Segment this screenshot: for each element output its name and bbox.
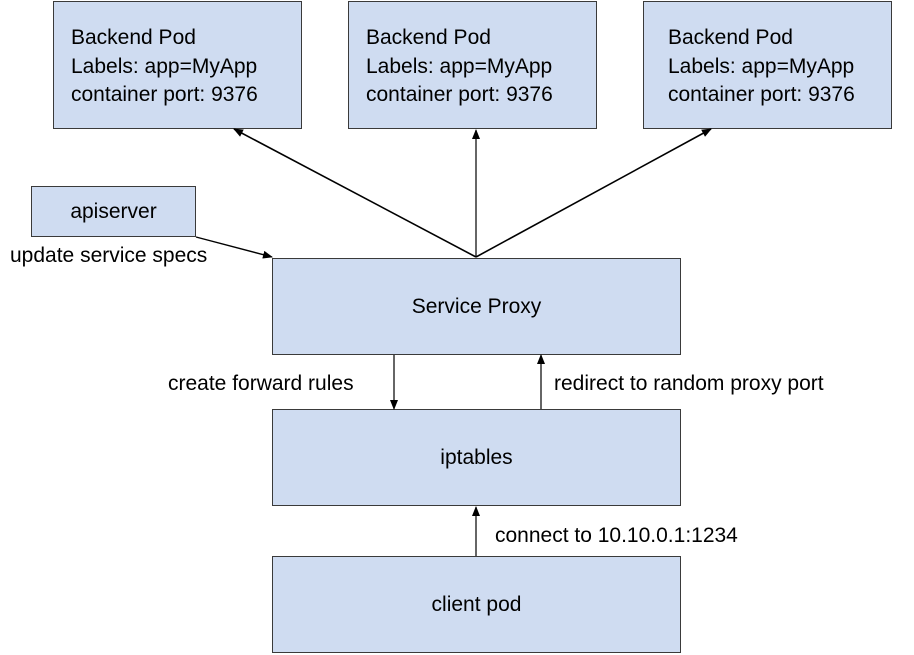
connect-label: connect to 10.10.0.1:1234 [495,524,738,547]
arrow-apiserver-to-proxy [195,236,273,259]
pod-port: container port: 9376 [668,83,855,106]
pod-port: container port: 9376 [71,83,258,106]
redirect-label: redirect to random proxy port [554,372,824,395]
client-pod-label: client pod [431,592,522,616]
apiserver-label: apiserver [70,199,157,223]
arrow-to-pod-3 [475,128,712,258]
update-service-specs-label: update service specs [10,244,208,267]
iptables-label: iptables [440,445,513,469]
pod-labels: Labels: app=MyApp [366,54,553,78]
pod-port: container port: 9376 [366,83,553,106]
client-pod-box: client pod [272,556,681,653]
pod-title: Backend Pod [71,26,196,49]
arrow-to-pod-1 [233,128,477,258]
apiserver-box: apiserver [31,186,196,237]
pod-labels: Labels: app=MyApp [668,54,855,78]
backend-pod-3: Backend Pod Labels: app=MyApp container … [643,1,892,129]
backend-pod-1: Backend Pod Labels: app=MyApp container … [53,1,302,129]
backend-pod-2: Backend Pod Labels: app=MyApp container … [348,1,597,129]
pod-title: Backend Pod [668,26,793,49]
pod-labels: Labels: app=MyApp [71,54,258,78]
create-forward-rules-label: create forward rules [168,372,354,395]
service-proxy-box: Service Proxy [272,258,681,355]
iptables-box: iptables [272,409,681,506]
service-proxy-label: Service Proxy [411,294,542,318]
pod-title: Backend Pod [366,26,491,49]
